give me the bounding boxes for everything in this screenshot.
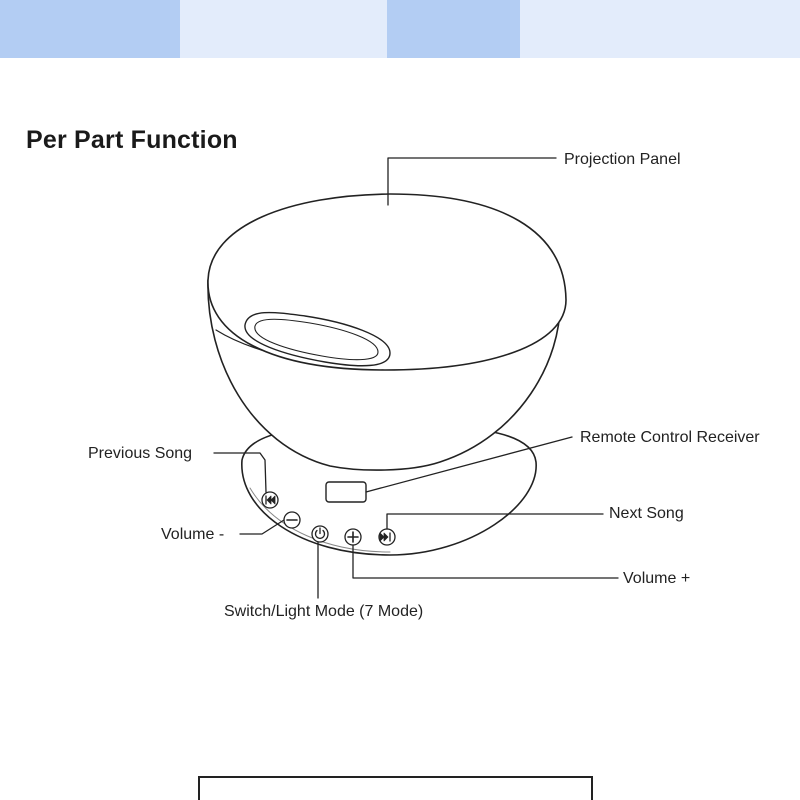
leader-projection-panel <box>387 157 557 206</box>
label-next-song: Next Song <box>609 505 684 522</box>
label-volume-minus: Volume - <box>161 526 224 543</box>
label-remote-control-receiver: Remote Control Receiver <box>580 429 760 446</box>
next-song-button[interactable] <box>378 528 396 546</box>
plus-icon <box>347 531 359 543</box>
leader-lines <box>213 157 619 599</box>
label-volume-plus: Volume + <box>623 570 690 587</box>
bowl-body <box>207 193 567 471</box>
band-segment-4 <box>520 0 800 58</box>
next-track-icon <box>379 532 391 542</box>
leader-volume-plus <box>352 544 619 579</box>
power-icon <box>314 527 326 539</box>
leader-remote-receiver <box>365 436 573 493</box>
leader-next-song <box>386 513 604 530</box>
band-segment-2 <box>180 0 387 58</box>
power-button[interactable] <box>311 525 329 543</box>
remote-receiver-window <box>325 481 367 503</box>
band-segment-3 <box>387 0 520 58</box>
label-projection-panel: Projection Panel <box>564 151 681 168</box>
volume-plus-button[interactable] <box>344 528 362 546</box>
label-previous-song: Previous Song <box>88 445 192 462</box>
previous-song-button[interactable] <box>261 491 279 509</box>
leader-volume-minus <box>239 519 285 535</box>
volume-minus-button[interactable] <box>283 511 301 529</box>
top-color-band <box>0 0 800 58</box>
leader-previous-song <box>213 452 267 493</box>
bottom-frame-box <box>198 776 593 800</box>
page-title: Per Part Function <box>26 126 238 154</box>
previous-track-icon <box>265 495 276 505</box>
label-switch-light-mode: Switch/Light Mode (7 Mode) <box>224 603 423 620</box>
band-segment-1 <box>0 0 180 58</box>
handle-loop <box>244 311 391 367</box>
